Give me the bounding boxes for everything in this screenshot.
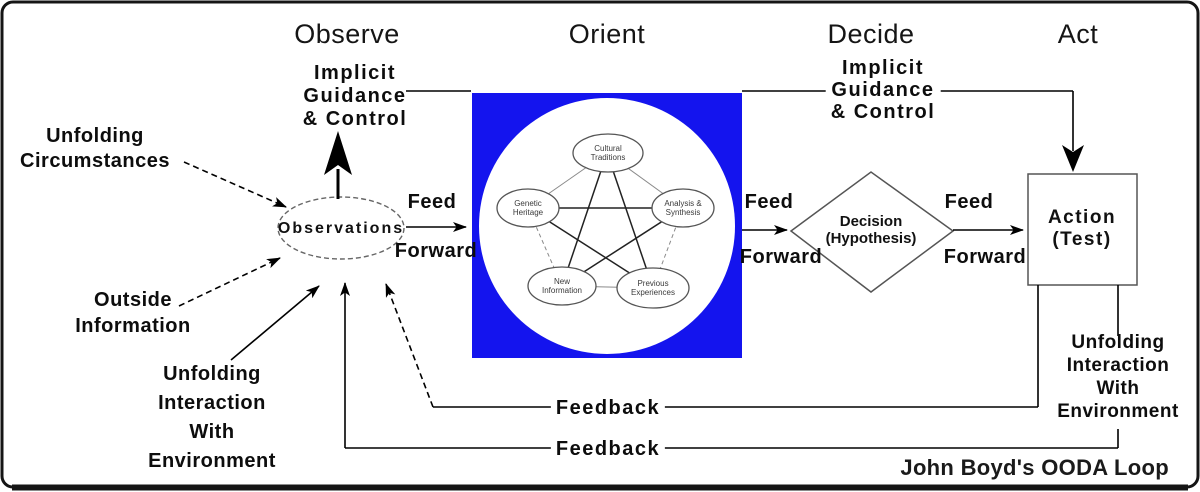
outside-information-label: Outside Information <box>75 289 191 337</box>
decision-label: Decision (Hypothesis) <box>825 213 917 247</box>
previous-experiences-label: Previous Experiences <box>630 279 676 297</box>
analysis-synthesis-label: Analysis & Synthesis <box>664 199 702 217</box>
unfolding-circumstances-label: Unfolding Circumstances <box>20 125 170 172</box>
feedback-upper-arrow <box>385 283 434 408</box>
feed-label-2: Feed <box>744 191 794 213</box>
analysis-synthesis-ellipse <box>651 188 715 228</box>
new-information-label: New Information <box>541 277 583 295</box>
genetic-heritage-label: Genetic Heritage <box>512 199 544 217</box>
new-information-ellipse <box>527 266 597 306</box>
outside-information-arrow <box>178 257 281 307</box>
previous-experiences-ellipse <box>616 267 690 309</box>
decision-diamond <box>789 171 955 293</box>
cultural-traditions-label: Cultural Traditions <box>590 144 626 162</box>
connectors <box>178 90 1119 449</box>
header-decide: Decide <box>827 19 915 49</box>
unfolding-interaction-left-label: Unfolding Interaction With Environment <box>148 363 276 472</box>
implicit-guidance-right-label: Implicit Guidance & Control <box>825 57 941 123</box>
observations-ellipse <box>277 196 405 260</box>
implicit-guidance-left-label: Implicit Guidance & Control <box>302 62 408 130</box>
cultural-traditions-ellipse <box>572 133 644 173</box>
feed-label-1: Feed <box>407 191 457 213</box>
unfolding-interaction-arrow <box>230 285 320 361</box>
header-orient: Orient <box>568 19 646 49</box>
forward-label-2: Forward <box>739 246 823 268</box>
genetic-heritage-ellipse <box>496 188 560 228</box>
diagram-title: John Boyd's OODA Loop <box>900 455 1169 480</box>
header-act: Act <box>1057 19 1099 49</box>
action-down-arrow-head <box>1062 145 1084 172</box>
action-box <box>1027 173 1138 286</box>
action-label: Action (Test) <box>1047 207 1117 250</box>
feedback-lower-label: Feedback <box>550 437 666 461</box>
observations-label: Observations <box>277 220 405 237</box>
unfolding-circumstances-arrow <box>183 161 287 208</box>
unfolding-interaction-right-label: Unfolding Interaction With Environment <box>1057 332 1179 422</box>
header-observe: Observe <box>294 19 400 49</box>
forward-label-3: Forward <box>943 246 1027 268</box>
feedback-upper-label: Feedback <box>550 396 666 420</box>
forward-label-1: Forward <box>394 240 478 262</box>
implicit-up-arrow-head <box>324 131 352 175</box>
feed-label-3: Feed <box>944 191 994 213</box>
